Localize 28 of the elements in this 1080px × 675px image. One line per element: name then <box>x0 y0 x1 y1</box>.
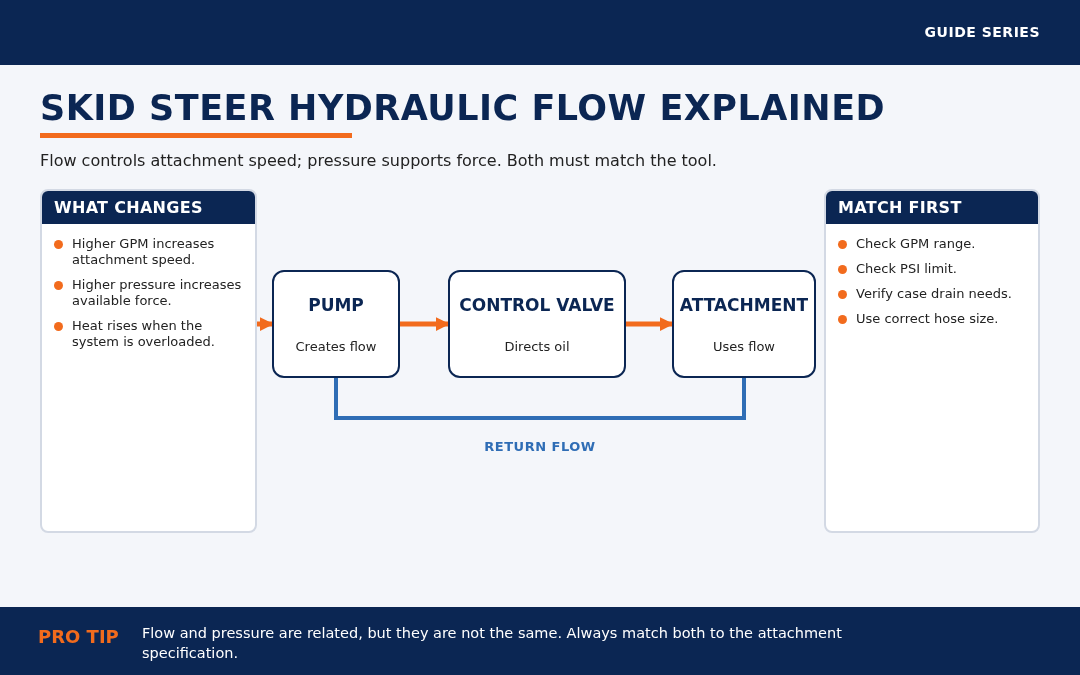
info-panel <box>824 189 1040 533</box>
process-box <box>672 270 816 378</box>
box-title: ATTACHMENT <box>679 294 809 315</box>
bullet-text: Check PSI limit. <box>856 261 957 277</box>
box-description: Directs oil <box>504 338 570 354</box>
process-box <box>448 270 626 378</box>
bullet-text: Higher pressure increases available force. <box>72 277 243 309</box>
box-title: PUMP <box>308 294 364 315</box>
bullet-text: Verify case drain needs. <box>856 286 1012 302</box>
process-box <box>272 270 400 378</box>
box-description: Creates flow <box>295 338 377 354</box>
bullet-text: Heat rises when the system is overloaded. <box>72 318 216 350</box>
box-title: CONTROL VALVE <box>459 294 615 315</box>
bullet-text: Higher GPM increases attachment speed. <box>72 236 216 268</box>
tip-text: Flow and pressure are related, but they are not the same. Always match both to the attachment specification. <box>142 624 843 663</box>
panel-heading: MATCH FIRST <box>826 191 1038 224</box>
flow-arrow <box>257 317 274 331</box>
info-panel <box>40 189 257 533</box>
subtitle: Flow controls attachment speed; pressure supports force. Both must match the tool. <box>40 151 717 170</box>
box-description: Uses flow <box>713 338 775 354</box>
flow-arrow <box>626 317 674 331</box>
bullet-text: Check GPM range. <box>856 236 976 252</box>
tip-heading: PRO TIP <box>38 626 119 647</box>
flow-arrow <box>400 317 450 331</box>
panel-heading: WHAT CHANGES <box>42 191 255 224</box>
page-title: SKID STEER HYDRAULIC FLOW EXPLAINED <box>40 88 886 128</box>
series-label: GUIDE SERIES <box>924 24 1040 40</box>
bullet-text: Use correct hose size. <box>856 311 999 327</box>
